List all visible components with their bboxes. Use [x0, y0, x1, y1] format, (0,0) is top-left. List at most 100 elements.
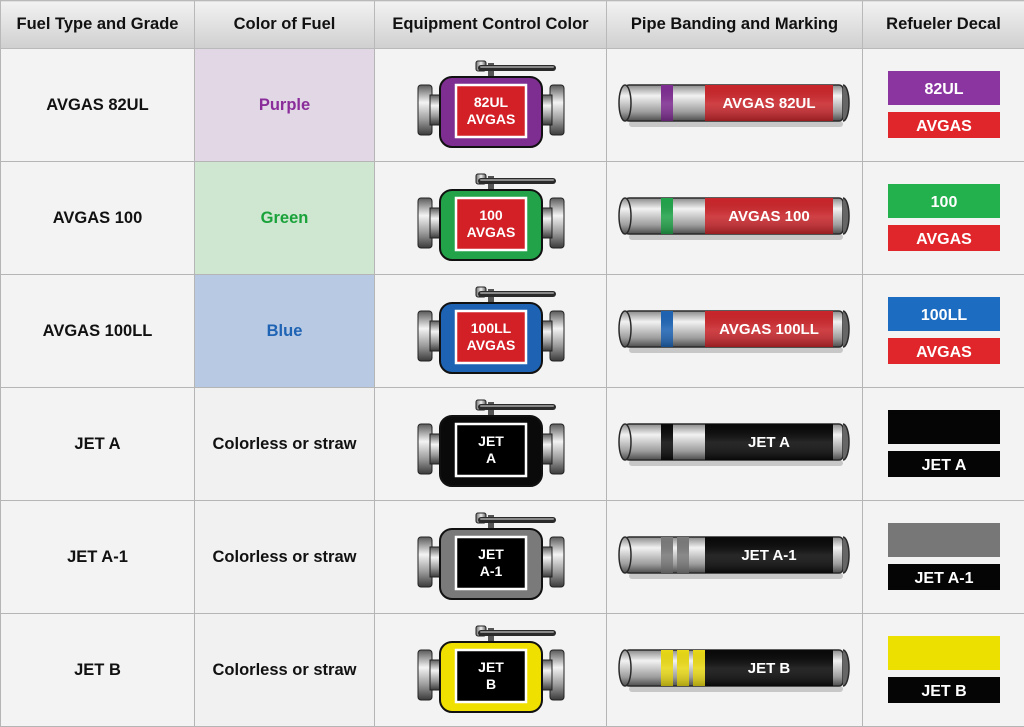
refueler-decal-cell: JET B	[863, 614, 1024, 727]
valve-label-line: 100LL	[470, 320, 511, 336]
decal-bottom-label: JET A	[921, 457, 966, 474]
refueler-decal: JET A-1	[887, 522, 1001, 592]
fuel-color-text: Purple	[259, 96, 310, 114]
fuel-grade-cell: JET A	[1, 388, 195, 501]
pipe-banding-cell: JET B	[607, 614, 863, 727]
decal-bottom-label: AVGAS	[916, 344, 972, 361]
fuel-grade: JET A	[74, 435, 120, 453]
valve-label-line: AVGAS	[466, 224, 515, 240]
fuel-grade: JET A-1	[67, 548, 128, 566]
pipe-banding-cell: AVGAS 82UL	[607, 49, 863, 162]
header-pipe-banding: Pipe Banding and Marking	[607, 1, 863, 49]
refueler-decal: 100LL AVGAS	[887, 296, 1001, 366]
header-equipment-control-color: Equipment Control Color	[375, 1, 607, 49]
decal-top-label: 82UL	[924, 81, 963, 98]
fuel-grade-cell: JET A-1	[1, 501, 195, 614]
refueler-decal: JET A	[887, 409, 1001, 479]
fuel-color-cell: Colorless or straw	[195, 501, 375, 614]
pipe-marking-label: AVGAS 100	[728, 208, 809, 225]
valve-label-line: B	[485, 676, 495, 692]
pipe-icon: JET A-1	[617, 527, 853, 587]
fuel-color-text: Colorless or straw	[213, 661, 357, 679]
pipe-banding-cell: JET A-1	[607, 501, 863, 614]
pipe-marking-label: AVGAS 100LL	[719, 321, 819, 338]
decal-top-panel	[888, 523, 1000, 557]
pipe-marking-label: JET B	[747, 660, 790, 677]
refueler-decal-cell: JET A-1	[863, 501, 1024, 614]
fuel-grade: AVGAS 82UL	[46, 96, 148, 114]
valve-label-line: 100	[479, 207, 503, 223]
fuel-color-cell: Blue	[195, 275, 375, 388]
fuel-grade-cell: JET B	[1, 614, 195, 727]
pipe-marking-label: JET A-1	[741, 547, 796, 564]
pipe-icon: AVGAS 100LL	[617, 301, 853, 361]
valve-label-line: 82UL	[473, 94, 508, 110]
pipe-icon: JET A	[617, 414, 853, 474]
valve-label-line: AVGAS	[466, 337, 515, 353]
pipe-icon: AVGAS 82UL	[617, 75, 853, 135]
refueler-decal: 82UL AVGAS	[887, 70, 1001, 140]
header-fuel-type: Fuel Type and Grade	[1, 1, 195, 49]
header-refueler-decal: Refueler Decal	[863, 1, 1024, 49]
pipe-banding-cell: AVGAS 100	[607, 162, 863, 275]
fuel-grade: JET B	[74, 661, 121, 679]
refueler-decal-cell: 100LL AVGAS	[863, 275, 1024, 388]
pipe-marking-label: AVGAS 82UL	[722, 95, 815, 112]
fuel-grade-cell: AVGAS 100LL	[1, 275, 195, 388]
decal-top-panel	[888, 636, 1000, 670]
decal-bottom-label: AVGAS	[916, 231, 972, 248]
fuel-color-cell: Colorless or straw	[195, 614, 375, 727]
valve-label-line: A-1	[479, 563, 502, 579]
decal-top-label: 100LL	[920, 307, 966, 324]
valve-label-line: JET	[478, 659, 504, 675]
fuel-grade: AVGAS 100LL	[43, 322, 153, 340]
valve-label-line: AVGAS	[466, 111, 515, 127]
pipe-banding-cell: AVGAS 100LL	[607, 275, 863, 388]
fuel-color-cell: Purple	[195, 49, 375, 162]
fuel-grade-cell: AVGAS 100	[1, 162, 195, 275]
header-color-of-fuel: Color of Fuel	[195, 1, 375, 49]
pipe-marking-label: JET A	[748, 434, 790, 451]
fuel-color-cell: Green	[195, 162, 375, 275]
decal-top-panel	[888, 410, 1000, 444]
decal-top-label: 100	[930, 194, 957, 211]
refueler-decal: JET B	[887, 635, 1001, 705]
decal-bottom-label: JET A-1	[914, 570, 973, 587]
pipe-icon: AVGAS 100	[617, 188, 853, 248]
table-header-row: Fuel Type and Grade Color of Fuel Equipm…	[1, 1, 1024, 49]
refueler-decal-cell: JET A	[863, 388, 1024, 501]
fuel-grade-cell: AVGAS 82UL	[1, 49, 195, 162]
refueler-decal-cell: 82UL AVGAS	[863, 49, 1024, 162]
valve-label-line: JET	[478, 433, 504, 449]
fuel-grade: AVGAS 100	[53, 209, 143, 227]
valve-label-line: JET	[478, 546, 504, 562]
decal-bottom-label: AVGAS	[916, 118, 972, 135]
pipe-icon: JET B	[617, 640, 853, 700]
fuel-color-text: Colorless or straw	[213, 435, 357, 453]
fuel-color-text: Blue	[267, 322, 303, 340]
fuel-color-cell: Colorless or straw	[195, 388, 375, 501]
fuel-color-text: Colorless or straw	[213, 548, 357, 566]
